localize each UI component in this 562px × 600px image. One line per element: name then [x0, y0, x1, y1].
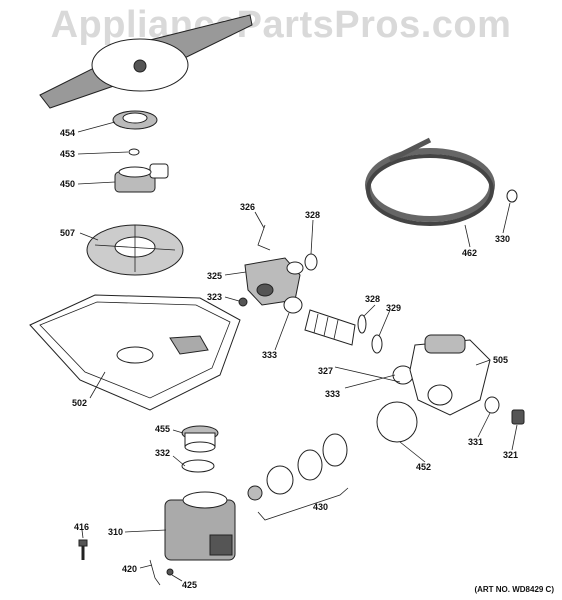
part-450-manifold: [114, 163, 169, 193]
part-329-ring: [371, 334, 383, 354]
leader-lines: [77, 121, 518, 582]
callout-328-lower: 328: [365, 294, 380, 304]
part-453-o-ring: [128, 148, 140, 156]
callout-331: 331: [468, 437, 483, 447]
part-326-wire: [257, 224, 271, 251]
callout-502: 502: [72, 398, 87, 408]
callout-452: 452: [416, 462, 431, 472]
part-328-o-ring-lower: [357, 314, 367, 334]
part-331-fitting: [484, 396, 500, 414]
part-505-drain-housing: [409, 334, 491, 416]
callout-327: 327: [318, 366, 333, 376]
part-416-screw: [78, 539, 88, 560]
callout-333-lower: 333: [325, 389, 340, 399]
part-507-filter-assembly: [86, 224, 184, 276]
upper-spray-arm: [39, 14, 253, 109]
part-327-hose: [304, 309, 356, 346]
part-452-clamp: [376, 401, 418, 443]
art-number: (ART NO. WD8429 C): [474, 585, 554, 594]
part-420-wire: [149, 559, 161, 586]
watermark: AppliancePartsPros.com: [50, 4, 512, 46]
callout-333-upper: 333: [262, 350, 277, 360]
callout-323: 323: [207, 292, 222, 302]
part-430-impeller-kit: [247, 433, 349, 521]
part-328-o-ring-upper: [304, 253, 318, 271]
part-323-nut: [238, 297, 248, 307]
callout-328-upper: 328: [305, 210, 320, 220]
part-325-valve-body: [244, 257, 304, 306]
callout-425: 425: [182, 580, 197, 590]
callout-330: 330: [495, 234, 510, 244]
part-462-drain-hose: [365, 137, 495, 226]
callout-462: 462: [462, 248, 477, 258]
callout-455: 455: [155, 424, 170, 434]
callout-310: 310: [108, 527, 123, 537]
callout-450: 450: [60, 179, 75, 189]
callout-325: 325: [207, 271, 222, 281]
callout-332: 332: [155, 448, 170, 458]
part-310-pump-motor: [164, 491, 236, 561]
callout-321: 321: [503, 450, 518, 460]
callout-430: 430: [313, 502, 328, 512]
part-454-bearing-ring: [112, 110, 158, 130]
part-332-clamp: [181, 459, 215, 473]
callout-329: 329: [386, 303, 401, 313]
callout-454: 454: [60, 128, 75, 138]
part-321-connector: [511, 409, 525, 425]
callout-453: 453: [60, 149, 75, 159]
part-333-clamp-upper: [283, 296, 303, 314]
callout-416: 416: [74, 522, 89, 532]
callout-505: 505: [493, 355, 508, 365]
part-330-clamp: [506, 189, 518, 203]
callout-507: 507: [60, 228, 75, 238]
part-425-grommet: [166, 568, 174, 576]
callout-326: 326: [240, 202, 255, 212]
callout-420: 420: [122, 564, 137, 574]
part-455-strainer: [181, 425, 219, 453]
part-502-sump-cover: [29, 294, 241, 411]
